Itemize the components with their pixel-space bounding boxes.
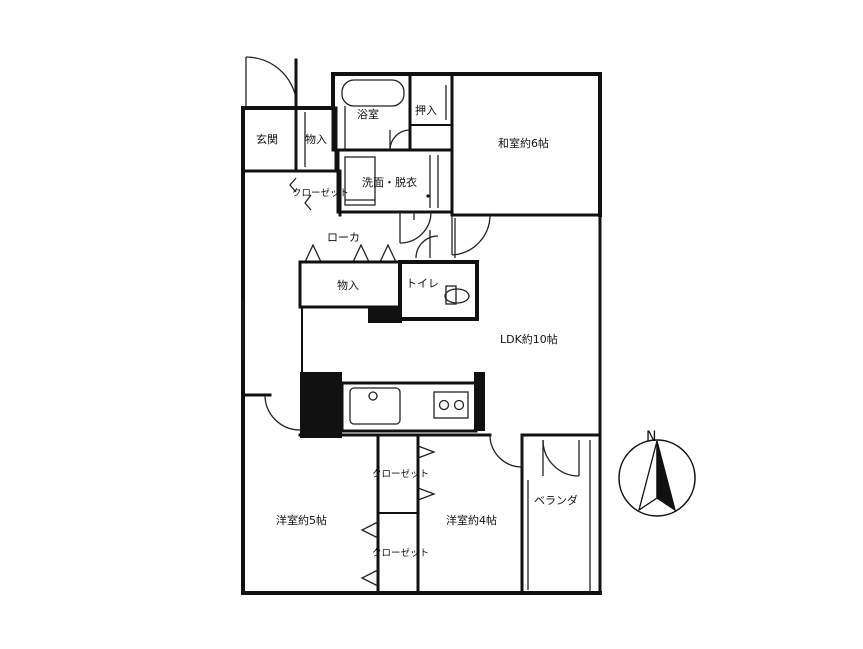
label-bath: 浴室	[357, 107, 379, 121]
label-yoshitsu5: 洋室約5帖	[276, 513, 327, 527]
label-closet-a: クローゼット	[372, 468, 429, 480]
label-veranda: ベランダ	[534, 493, 578, 507]
north-arrow-icon: N	[618, 429, 696, 517]
bedroom-walls	[241, 393, 602, 595]
label-washitsu: 和室約6帖	[498, 136, 549, 150]
washroom-block	[336, 148, 454, 244]
center-block	[298, 260, 479, 323]
kitchen-counter	[300, 306, 485, 438]
toilet-icon	[444, 285, 470, 305]
washitsu-block	[450, 213, 602, 256]
label-closet-hall: クローゼット	[292, 187, 349, 199]
stove-icon	[433, 391, 469, 419]
room-labels: 玄関 物入 浴室 押入 和室約6帖 クローゼット 洗面・脱衣 ローカ 物入 トイ…	[256, 103, 578, 559]
entrance-door	[245, 56, 298, 110]
oshiire-block	[409, 72, 454, 217]
hallway	[304, 218, 456, 263]
outer-walls	[241, 72, 602, 595]
label-senmen: 洗面・脱衣	[362, 175, 417, 189]
genkan-block	[241, 106, 342, 173]
label-roka: ローカ	[327, 231, 360, 244]
label-closet-b: クローゼット	[372, 547, 429, 559]
label-monoire-entrance: 物入	[305, 132, 327, 146]
label-oshiire: 押入	[415, 103, 437, 117]
compass-label: N	[646, 429, 656, 445]
label-toilet: トイレ	[406, 277, 439, 290]
label-genkan: 玄関	[256, 132, 278, 146]
label-ldk: LDK約10帖	[500, 332, 558, 346]
sink-icon	[349, 387, 401, 425]
label-yoshitsu4: 洋室約4帖	[446, 513, 497, 527]
bathtub-icon	[341, 79, 405, 107]
label-monoire-center: 物入	[337, 278, 359, 292]
hall-closet	[289, 169, 342, 217]
